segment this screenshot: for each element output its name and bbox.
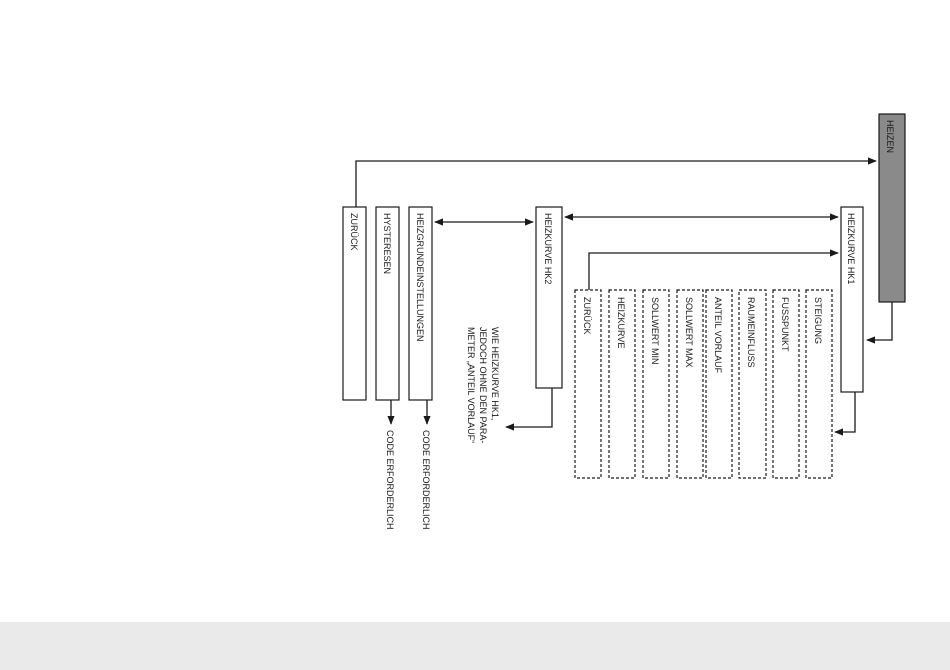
- hk1-box: HEIZKURVE HK1: [841, 207, 863, 392]
- connector-hk1-to-items: [835, 392, 855, 432]
- hk1-item-sollwert-min: SOLLWERT MIN: [650, 297, 660, 365]
- hk1-item-raumeinfluss: RAUMEINFLUSS: [746, 297, 756, 368]
- hk2-label: HEIZKURVE HK2: [543, 213, 553, 284]
- zurueck-label: ZURÜCK: [349, 213, 359, 251]
- root-heizen-box: HEIZEN: [879, 114, 905, 302]
- connector-heizen-to-hk1: [867, 302, 892, 340]
- hk1-item-fusspunkt: FUSSPUNKT: [780, 297, 790, 352]
- grundeinstellungen-label: HEIZGRUNDEINSTELLUNGEN: [415, 213, 425, 342]
- footer-band: [0, 622, 950, 670]
- hk1-item-steigung: STEIGUNG: [813, 297, 823, 344]
- hk2-note-line-2: JEDOCH OHNE DEN PARA-: [478, 327, 488, 443]
- hk1-item-zurueck: ZURÜCK: [582, 297, 592, 335]
- hysteresen-box: HYSTERESEN: [376, 207, 399, 400]
- grund-code-note: CODE ERFORDERLICH: [421, 430, 431, 530]
- hk1-subitems: [575, 290, 832, 478]
- connector-hk2-to-note: [506, 388, 552, 427]
- grundeinstellungen-box: HEIZGRUNDEINSTELLUNGEN: [409, 207, 432, 400]
- hk2-note-line-1: WIE HEIZKURVE HK1,: [490, 327, 500, 420]
- menu-flow-diagram: HEIZEN HEIZKURVE HK1 HEIZKURVE HK2 HEIZG…: [0, 0, 950, 622]
- hk1-item-sollwert-max: SOLLWERT MAX: [684, 297, 694, 368]
- hk2-box: HEIZKURVE HK2: [536, 207, 562, 388]
- hysteresen-label: HYSTERESEN: [382, 213, 392, 274]
- hk2-note: WIE HEIZKURVE HK1, JEDOCH OHNE DEN PARA-…: [466, 327, 500, 443]
- hk2-note-line-3: METER „ANTEIL VORLAUF“: [466, 327, 476, 443]
- hk1-item-heizkurve: HEIZKURVE: [616, 297, 626, 348]
- zurueck-box: ZURÜCK: [343, 207, 366, 400]
- hysteresen-code-note: CODE ERFORDERLICH: [385, 430, 395, 530]
- connector-zurueck-to-heizen: [356, 161, 876, 207]
- root-heizen-label: HEIZEN: [885, 120, 895, 153]
- hk1-label: HEIZKURVE HK1: [846, 213, 856, 284]
- hk1-item-anteil-vorlauf: ANTEIL VORLAUF: [713, 297, 723, 374]
- connector-items-zurueck-to-hk1: [589, 253, 838, 290]
